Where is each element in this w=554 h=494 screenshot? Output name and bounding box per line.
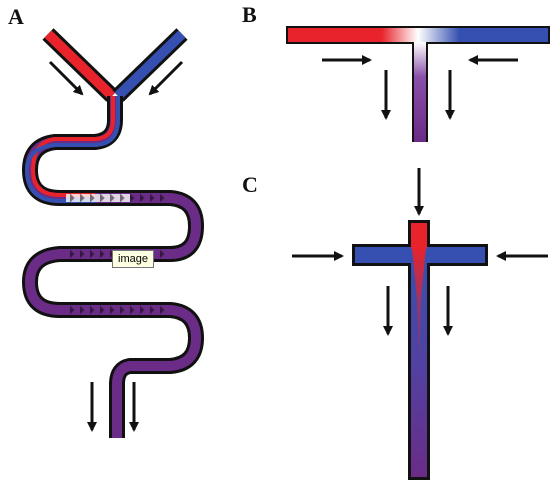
mixing-zone bbox=[66, 194, 130, 202]
panel-a: A bbox=[8, 4, 204, 438]
panel-a-label: A bbox=[8, 4, 24, 29]
horizontal-channel-fill bbox=[288, 28, 548, 42]
inlet-blue-channel bbox=[112, 28, 188, 102]
panel-c-label: C bbox=[242, 172, 258, 197]
panel-b-label: B bbox=[242, 2, 257, 27]
vertical-channel-fill bbox=[414, 42, 426, 142]
panel-b: B bbox=[242, 2, 550, 142]
inlet-red-channel bbox=[42, 28, 118, 102]
blue-stream bbox=[24, 96, 120, 203]
focused-red-stream bbox=[412, 247, 426, 370]
red-stream bbox=[30, 96, 115, 197]
panel-c: C bbox=[242, 168, 548, 480]
arrow-red-inflow bbox=[48, 60, 84, 96]
arrow-blue-inflow bbox=[148, 60, 184, 96]
red-inlet-fill bbox=[411, 223, 427, 249]
image-tooltip: image bbox=[112, 250, 154, 268]
